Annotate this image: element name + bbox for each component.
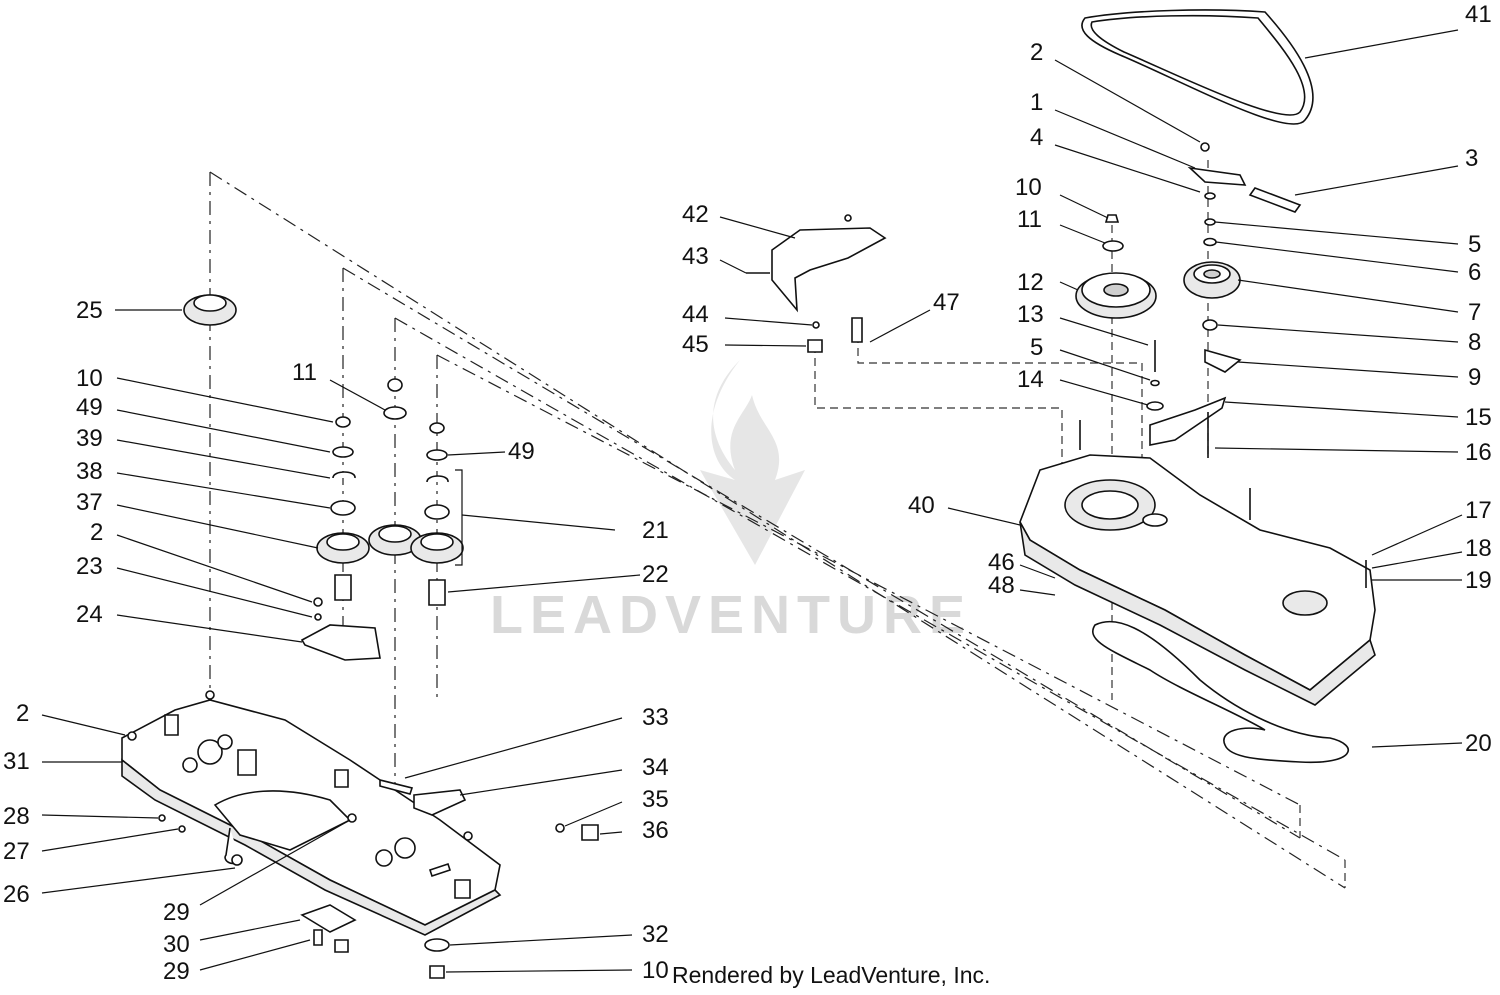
callout-18: 18: [1465, 535, 1492, 562]
callout-38: 38: [76, 458, 103, 485]
callout-17: 17: [1465, 497, 1492, 524]
pulley-12-stack: [1075, 214, 1164, 411]
callout-11b: 11: [292, 359, 317, 386]
callout-43: 43: [682, 243, 709, 270]
callout-16: 16: [1465, 439, 1492, 466]
callout-10b: 10: [76, 365, 103, 392]
callout-11: 11: [1017, 206, 1042, 233]
callout-9: 9: [1468, 364, 1481, 391]
callout-42: 42: [682, 201, 709, 228]
callout-25: 25: [76, 297, 103, 324]
callout-45: 45: [682, 331, 709, 358]
callout-40: 40: [908, 492, 935, 519]
callout-1: 1: [1030, 89, 1043, 116]
flame-v-logo-icon: [700, 360, 805, 565]
callout-23: 23: [76, 553, 103, 580]
callout-3: 3: [1465, 145, 1478, 172]
callout-31: 31: [3, 748, 30, 775]
belt-20: [1092, 620, 1349, 764]
callout-7: 7: [1468, 299, 1481, 326]
watermark-brand: LEADVENTURE: [490, 585, 972, 645]
callout-37: 37: [76, 489, 103, 516]
callout-10: 10: [1015, 174, 1042, 201]
callout-33: 33: [642, 704, 669, 731]
callout-28: 28: [3, 803, 30, 830]
callout-29b: 29: [163, 958, 190, 985]
callout-12: 12: [1017, 269, 1044, 296]
base-plate-31: [121, 690, 599, 979]
housing-40: [1019, 420, 1376, 706]
callout-13: 13: [1017, 301, 1044, 328]
leader-lines: [41, 29, 1463, 973]
callout-2: 2: [1030, 39, 1043, 66]
callout-29: 29: [163, 899, 190, 926]
callout-10c: 10: [642, 957, 669, 984]
callout-44: 44: [682, 301, 709, 328]
callout-15: 15: [1465, 404, 1492, 431]
credit-line: Rendered by LeadVenture, Inc.: [672, 962, 990, 988]
callout-21: 21: [642, 517, 669, 544]
callout-labels: 41 2 1 4 3 10 11 5 6 12 7 42 43 44 45 47…: [3, 1, 1492, 985]
callout-19: 19: [1465, 567, 1492, 594]
callout-2c: 2: [16, 700, 29, 727]
callout-24: 24: [76, 601, 103, 628]
callout-46: 46: [988, 549, 1015, 576]
callout-32: 32: [642, 921, 669, 948]
callout-8: 8: [1468, 329, 1481, 356]
callout-27: 27: [3, 838, 30, 865]
callout-20: 20: [1465, 730, 1492, 757]
callout-22: 22: [642, 561, 669, 588]
callout-47: 47: [933, 289, 960, 316]
callout-36: 36: [642, 817, 669, 844]
callout-5b: 5: [1030, 334, 1043, 361]
bracket-42: [746, 214, 887, 353]
callout-39: 39: [76, 425, 103, 452]
callout-35: 35: [642, 786, 669, 813]
callout-48: 48: [988, 572, 1015, 599]
callout-49b: 49: [508, 438, 535, 465]
callout-4: 4: [1030, 124, 1043, 151]
callout-41: 41: [1465, 1, 1492, 28]
callout-30: 30: [163, 931, 190, 958]
callout-14: 14: [1017, 366, 1044, 393]
idler-arm-parts: [1149, 142, 1302, 458]
callout-6: 6: [1468, 259, 1481, 286]
callout-2b: 2: [90, 519, 103, 546]
left-drive-parts: [183, 294, 464, 661]
watermark: LEADVENTURE: [490, 360, 972, 645]
callout-49: 49: [76, 394, 103, 421]
callout-5: 5: [1468, 231, 1481, 258]
callout-26: 26: [3, 881, 30, 908]
belt-41: [1081, 9, 1314, 125]
callout-34: 34: [642, 754, 669, 781]
